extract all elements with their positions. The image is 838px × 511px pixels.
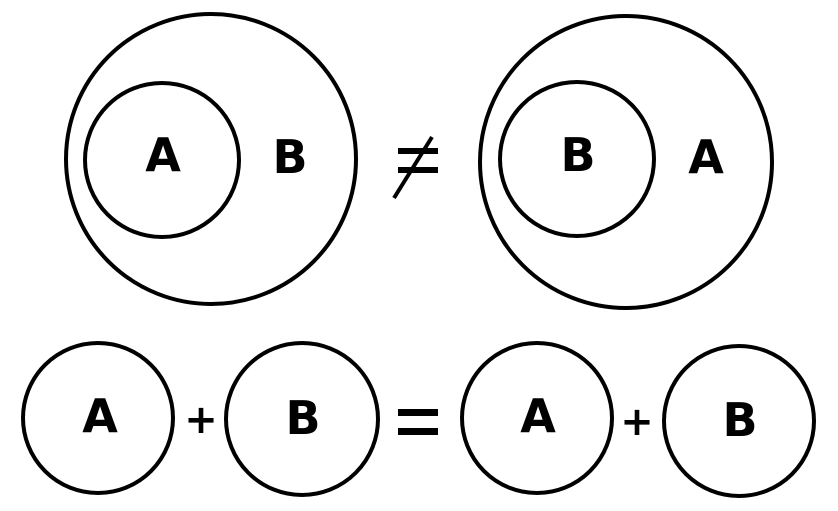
equals-sign: = bbox=[398, 409, 438, 435]
label-a: A bbox=[145, 128, 181, 182]
label-b: B bbox=[560, 128, 595, 182]
label-b: B bbox=[272, 130, 307, 184]
outer-circle-b bbox=[64, 12, 358, 306]
top-right-nested-sets: B A bbox=[478, 14, 774, 310]
not-equal-sign: ≠ bbox=[392, 135, 438, 200]
label-a: A bbox=[82, 389, 118, 443]
inner-circle-b bbox=[498, 80, 656, 238]
label-b: B bbox=[285, 391, 320, 445]
label-b: B bbox=[722, 393, 757, 447]
plus-sign: + bbox=[620, 399, 654, 445]
outer-circle-a bbox=[478, 14, 774, 310]
bottom-left-sum: A + B bbox=[21, 341, 380, 497]
bottom-right-sum: A + B bbox=[460, 341, 816, 498]
circle-b bbox=[662, 344, 816, 498]
circle-b bbox=[224, 341, 380, 497]
top-left-nested-sets: A B bbox=[64, 12, 358, 306]
label-a: A bbox=[520, 389, 556, 443]
label-a: A bbox=[688, 130, 724, 184]
circle-a bbox=[21, 341, 175, 495]
inner-circle-a bbox=[83, 81, 241, 239]
circle-a bbox=[460, 341, 614, 495]
plus-sign: + bbox=[184, 397, 218, 443]
